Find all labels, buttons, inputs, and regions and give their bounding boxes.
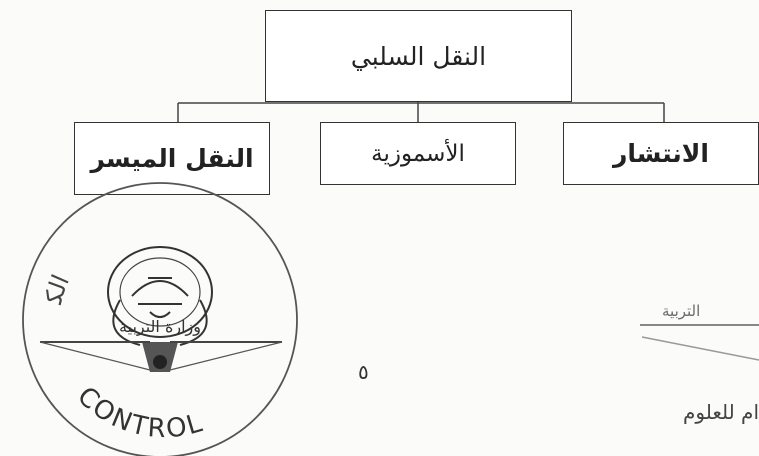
stamp-ministry-text: وزارة التربية bbox=[119, 317, 201, 337]
ministry-emblem-icon bbox=[107, 246, 213, 372]
diagram-node-diffusion: الانتشار bbox=[563, 122, 759, 185]
node-label-diffusion: الانتشار bbox=[613, 139, 709, 168]
root-node-label: النقل السلبي bbox=[350, 41, 487, 71]
node-label-facilitated-transport: النقل الميسر bbox=[90, 144, 254, 173]
fragment-tarbiya-text: التربية bbox=[662, 302, 701, 320]
page-number: ٥ bbox=[358, 360, 369, 384]
node-label-osmosis: الأسموزية bbox=[371, 140, 465, 167]
diagram-root-node: النقل السلبي bbox=[265, 10, 572, 102]
fragment-science-text: ام للعلوم bbox=[683, 400, 759, 424]
diagram-node-osmosis: الأسموزية bbox=[320, 122, 516, 185]
